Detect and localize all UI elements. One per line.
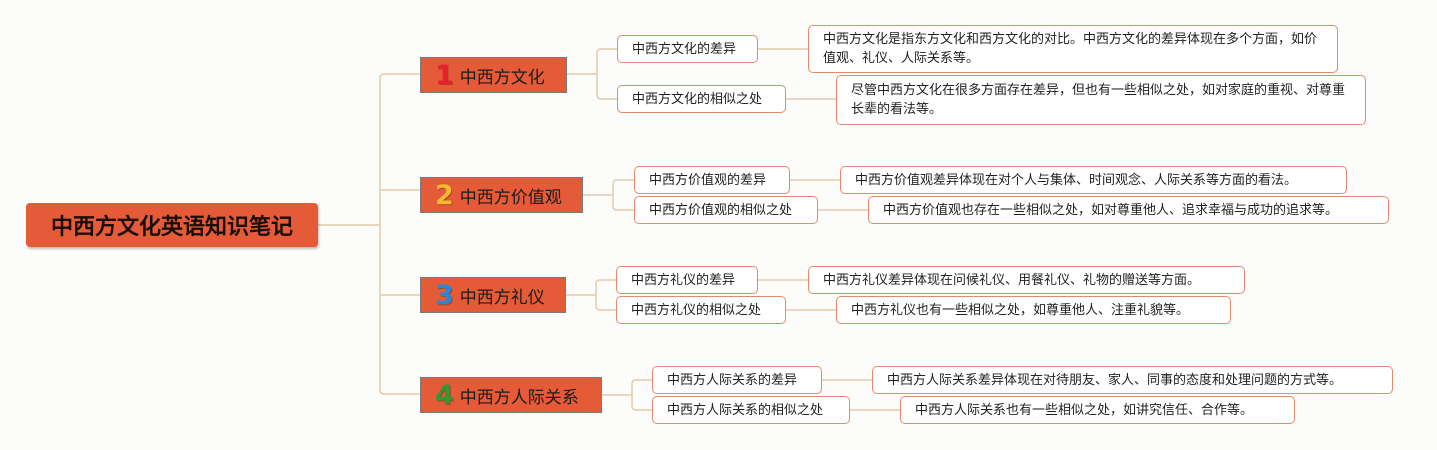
subtopic-values-differences[interactable]: 中西方价值观的差异: [634, 166, 790, 194]
detail-etiquette-similarities[interactable]: 中西方礼仪也有一些相似之处，如尊重他人、注重礼貌等。: [836, 296, 1231, 324]
subtopic-culture-similarities[interactable]: 中西方文化的相似之处: [617, 85, 786, 113]
subtopic-etiquette-differences[interactable]: 中西方礼仪的差异: [616, 266, 758, 294]
subtopic-label: 中西方人际关系的差异: [667, 372, 798, 388]
detail-text: 中西方价值观差异体现在对个人与集体、时间观念、人际关系等方面的看法。: [855, 172, 1298, 188]
root-node[interactable]: 中西方文化英语知识笔记: [26, 203, 318, 247]
subtopic-label: 中西方人际关系的相似之处: [667, 402, 824, 418]
subtopic-label: 中西方礼仪的相似之处: [631, 302, 762, 318]
branch-title: 中西方礼仪: [459, 287, 545, 308]
number-badge: 1: [435, 59, 454, 91]
detail-relationships-similarities[interactable]: 中西方人际关系也有一些相似之处，如讲究信任、合作等。: [900, 396, 1295, 424]
branch-node-culture[interactable]: 1 中西方文化: [420, 57, 567, 93]
detail-text: 中西方礼仪差异体现在问候礼仪、用餐礼仪、礼物的赠送等方面。: [823, 272, 1201, 288]
detail-text: 中西方价值观也存在一些相似之处，如对尊重他人、追求幸福与成功的追求等。: [883, 202, 1339, 218]
detail-values-similarities[interactable]: 中西方价值观也存在一些相似之处，如对尊重他人、追求幸福与成功的追求等。: [868, 196, 1389, 224]
number-badge: 2: [435, 179, 454, 211]
subtopic-label: 中西方价值观的相似之处: [649, 202, 793, 218]
root-title: 中西方文化英语知识笔记: [50, 215, 293, 240]
detail-etiquette-differences[interactable]: 中西方礼仪差异体现在问候礼仪、用餐礼仪、礼物的赠送等方面。: [808, 266, 1245, 294]
detail-culture-differences[interactable]: 中西方文化是指东方文化和西方文化的对比。中西方文化的差异体现在多个方面，如价值观…: [808, 25, 1338, 73]
detail-values-differences[interactable]: 中西方价值观差异体现在对个人与集体、时间观念、人际关系等方面的看法。: [840, 166, 1347, 194]
detail-culture-similarities[interactable]: 尽管中西方文化在很多方面存在差异，但也有一些相似之处，如对家庭的重视、对尊重长辈…: [836, 75, 1366, 125]
number-badge: 4: [435, 379, 454, 411]
subtopic-relationships-differences[interactable]: 中西方人际关系的差异: [652, 366, 822, 394]
detail-text: 中西方人际关系差异体现在对待朋友、家人、同事的态度和处理问题的方式等。: [887, 372, 1343, 388]
branch-node-relationships[interactable]: 4 中西方人际关系: [420, 377, 602, 413]
detail-text: 尽管中西方文化在很多方面存在差异，但也有一些相似之处，如对家庭的重视、对尊重长辈…: [851, 83, 1346, 117]
branch-node-values[interactable]: 2 中西方价值观: [420, 177, 583, 213]
detail-relationships-differences[interactable]: 中西方人际关系差异体现在对待朋友、家人、同事的态度和处理问题的方式等。: [872, 366, 1393, 394]
subtopic-label: 中西方文化的相似之处: [632, 91, 763, 107]
number-badge: 3: [435, 279, 454, 311]
branch-title: 中西方人际关系: [459, 387, 579, 408]
subtopic-label: 中西方礼仪的差异: [631, 272, 736, 288]
branch-title: 中西方价值观: [459, 187, 562, 208]
detail-text: 中西方文化是指东方文化和西方文化的对比。中西方文化的差异体现在多个方面，如价值观…: [823, 32, 1318, 66]
detail-text: 中西方礼仪也有一些相似之处，如尊重他人、注重礼貌等。: [851, 302, 1190, 318]
branch-title: 中西方文化: [459, 67, 545, 88]
subtopic-values-similarities[interactable]: 中西方价值观的相似之处: [634, 196, 818, 224]
subtopic-relationships-similarities[interactable]: 中西方人际关系的相似之处: [652, 396, 850, 424]
subtopic-culture-differences[interactable]: 中西方文化的差异: [617, 35, 758, 63]
subtopic-label: 中西方价值观的差异: [649, 172, 767, 188]
detail-text: 中西方人际关系也有一些相似之处，如讲究信任、合作等。: [915, 402, 1254, 418]
subtopic-etiquette-similarities[interactable]: 中西方礼仪的相似之处: [616, 296, 786, 324]
subtopic-label: 中西方文化的差异: [632, 41, 737, 57]
branch-node-etiquette[interactable]: 3 中西方礼仪: [420, 277, 566, 313]
